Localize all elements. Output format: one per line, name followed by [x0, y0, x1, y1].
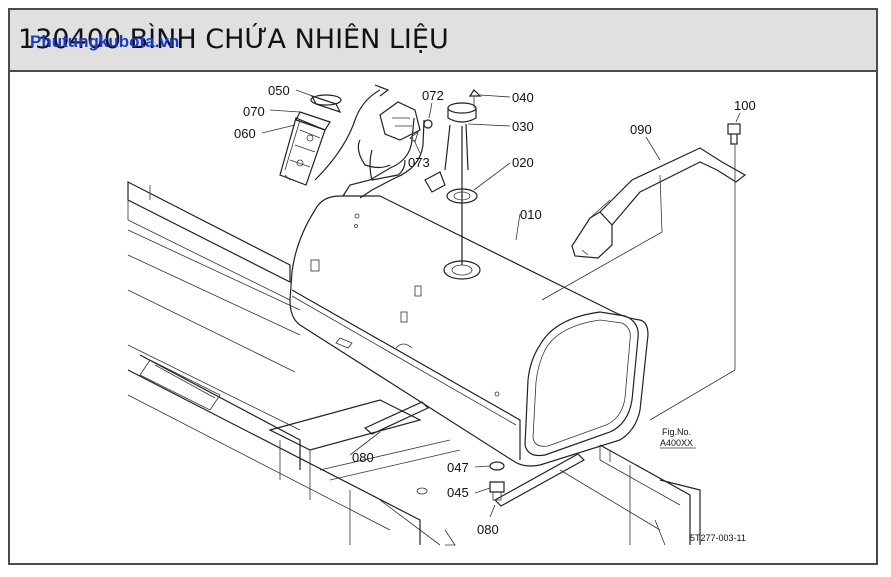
callout-070: 070: [243, 104, 265, 119]
callout-080-left: 080: [352, 450, 374, 465]
watermark-logo: Phutungkubota.vn: [30, 32, 180, 51]
fuel-tank: [289, 195, 649, 467]
callout-047: 047: [447, 460, 469, 475]
right-frame: [559, 444, 701, 546]
drawing-code: 5T277-003-11: [690, 533, 746, 543]
header-bar: 130400 BÌNH CHỨA NHIÊN LIỆU Phutungkubot…: [10, 10, 876, 72]
fig-no-value: A400XX: [660, 438, 693, 448]
callout-010: 010: [520, 207, 542, 222]
callout-050: 050: [268, 83, 290, 98]
filler-neck: [342, 101, 425, 199]
filler-cap-assembly: [279, 84, 390, 186]
small-fasteners: [409, 119, 433, 143]
leader-lines: [261, 89, 741, 518]
callout-040: 040: [512, 90, 534, 105]
callout-080-right: 080: [477, 522, 499, 537]
rubber-strip-left: [363, 401, 430, 435]
tank-bracket: [571, 147, 747, 259]
fig-no-label: Fig.No.: [662, 427, 691, 437]
callout-100: 100: [734, 98, 756, 113]
callout-090: 090: [630, 122, 652, 137]
callout-060: 060: [234, 126, 256, 141]
callout-labels: 050 070 060 072 073 040 030 020 010 090 …: [234, 83, 756, 543]
callout-072: 072: [422, 88, 444, 103]
diagram-frame: 130400 BÌNH CHỨA NHIÊN LIỆU Phutungkubot…: [8, 8, 878, 565]
rubber-strip-right: [494, 453, 585, 507]
fuel-sender: [424, 89, 482, 265]
callout-020: 020: [512, 155, 534, 170]
callout-045: 045: [447, 485, 469, 500]
callout-030: 030: [512, 119, 534, 134]
chassis-frame: [127, 181, 461, 546]
bolt: [727, 123, 741, 145]
callout-073: 073: [408, 155, 430, 170]
page-title: 130400 BÌNH CHỨA NHIÊN LIỆU: [18, 24, 449, 55]
